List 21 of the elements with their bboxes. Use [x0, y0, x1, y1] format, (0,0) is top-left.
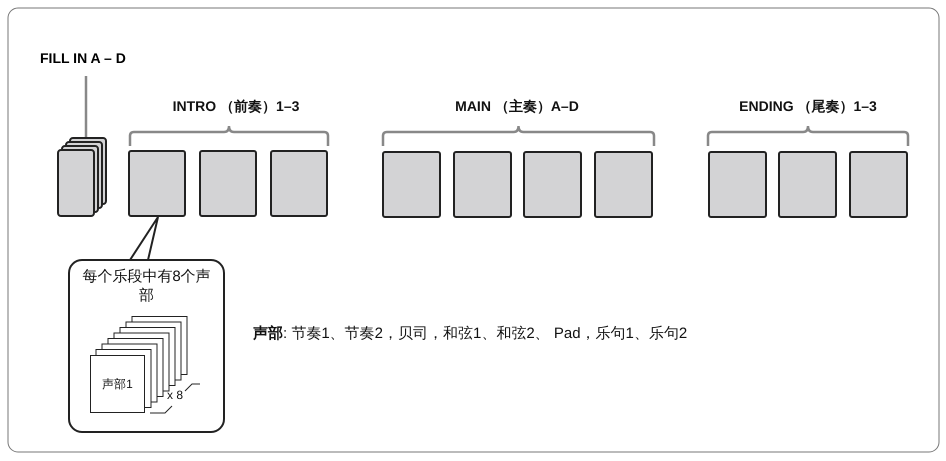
count-label: x 8: [167, 388, 184, 402]
parts-note: 声部: 节奏1、节奏2，贝司，和弦1、和弦2、 Pad，乐句1、乐句2: [253, 325, 688, 343]
page-card: [90, 355, 145, 413]
section-box: [778, 151, 837, 218]
card-stack: [57, 137, 107, 218]
section-box: [382, 151, 441, 218]
callout-text: 每个乐段中有8个声部: [81, 267, 212, 305]
section-box: [199, 150, 257, 217]
section-box: [523, 151, 582, 218]
section-box: [849, 151, 908, 218]
group-label: ENDING （尾奏）1–3: [738, 98, 878, 116]
section-box: [708, 151, 767, 218]
section-box: [453, 151, 512, 218]
section-box: [594, 151, 653, 218]
group-label: INTRO （前奏）1–3: [172, 98, 300, 116]
part-name: 声部1: [102, 376, 133, 392]
section-box: [270, 150, 328, 217]
section-box: [128, 150, 186, 217]
group-label: MAIN （主奏）A–D: [454, 98, 580, 116]
leader-line: [84, 76, 88, 137]
section-heading: FILL IN A – D: [40, 50, 126, 66]
